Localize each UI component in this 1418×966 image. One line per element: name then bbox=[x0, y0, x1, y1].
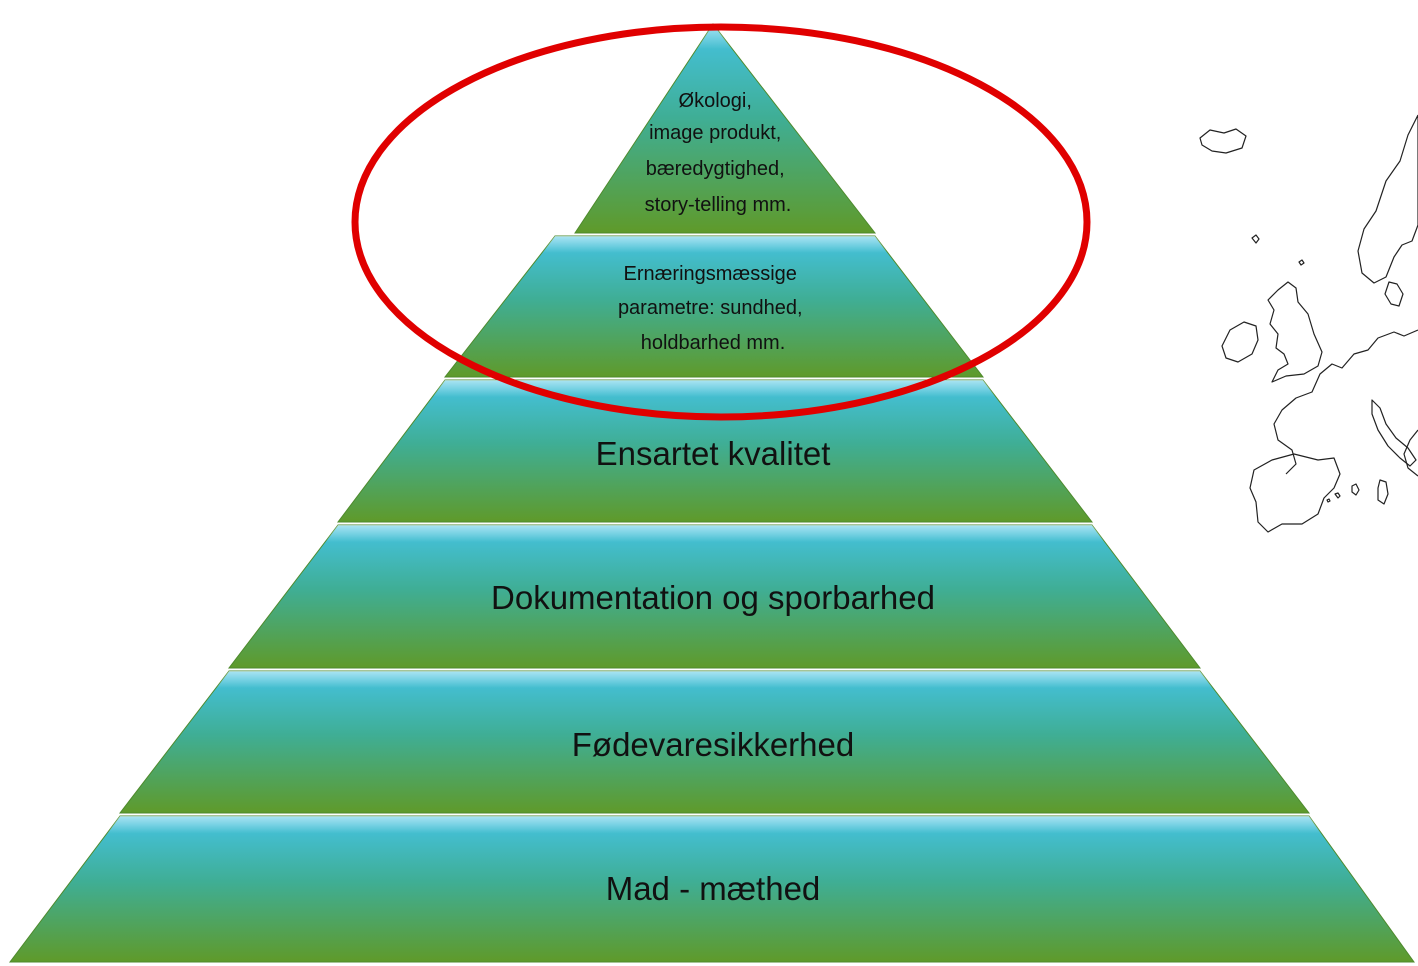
tier-2-line-3: holdbarhed mm. bbox=[641, 332, 786, 354]
pyramid-tier-3: Ensartet kvalitet bbox=[336, 379, 1094, 523]
tier-3-label: Ensartet kvalitet bbox=[596, 435, 831, 472]
tier-2-label: Ernæringsmæssige parametre: sundhed, hol… bbox=[618, 263, 808, 354]
europe-map-outline-icon bbox=[1199, 114, 1418, 533]
tier-2-line-1: Ernæringsmæssige bbox=[624, 263, 797, 285]
tier-1-line-4: story-telling mm. bbox=[645, 194, 792, 216]
pyramid-tier-4: Dokumentation og sporbarhed bbox=[227, 524, 1202, 669]
tier-1-line-3: bæredygtighed, bbox=[646, 158, 785, 180]
pyramid-tier-2: Ernæringsmæssige parametre: sundhed, hol… bbox=[443, 235, 985, 378]
tier-2-line-2: parametre: sundhed, bbox=[618, 297, 803, 319]
pyramid-tier-1: Økologi, image produkt, bæredygtighed, s… bbox=[574, 23, 877, 234]
tier-1-line-1: Økologi, bbox=[679, 90, 752, 112]
highlight-ellipse bbox=[351, 23, 1091, 421]
tier-5-label: Fødevaresikkerhed bbox=[572, 726, 854, 763]
pyramid-tier-6: Mad - mæthed bbox=[8, 815, 1415, 963]
tier-6-label: Mad - mæthed bbox=[606, 870, 821, 907]
tier-4-label: Dokumentation og sporbarhed bbox=[491, 579, 935, 616]
tier-1-line-2: image produkt, bbox=[649, 122, 781, 144]
pyramid-tier-5: Fødevaresikkerhed bbox=[118, 670, 1311, 814]
pyramid-tiers: Økologi, image produkt, bæredygtighed, s… bbox=[8, 23, 1415, 963]
tier-1-label: Økologi, image produkt, bæredygtighed, s… bbox=[645, 90, 792, 216]
